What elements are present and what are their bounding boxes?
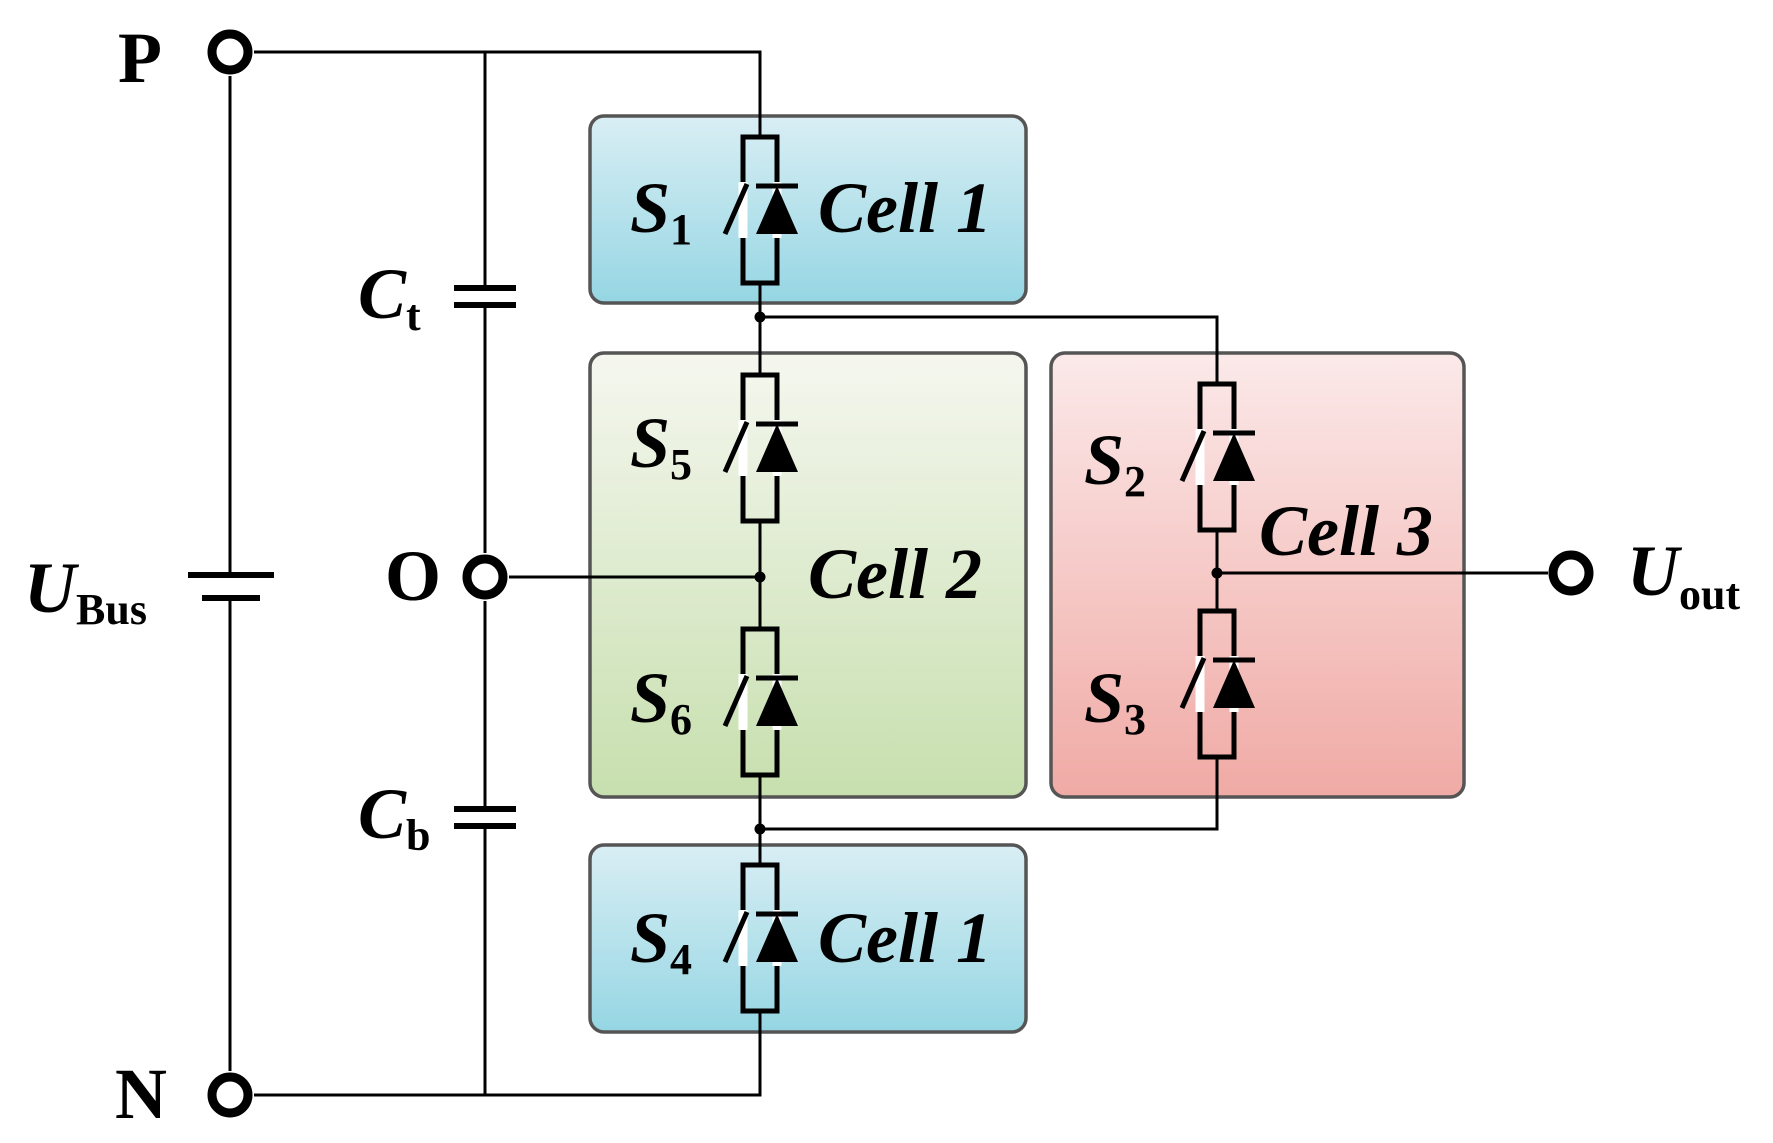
- cell1-top-label: Cell 1: [818, 168, 992, 248]
- terminal-n-label: N: [115, 1054, 167, 1134]
- terminal-o: [462, 554, 508, 600]
- capacitor-ct: [454, 285, 516, 308]
- capacitor-ct-label: Ct: [358, 254, 421, 340]
- switch-s6-label: S6: [630, 658, 692, 744]
- terminal-p: [207, 29, 253, 75]
- cell2-label: Cell 2: [808, 534, 982, 614]
- capacitor-cb-label: Cb: [358, 774, 431, 860]
- terminal-out: [1548, 550, 1594, 596]
- terminal-o-label: O: [385, 536, 441, 616]
- cell3-label: Cell 3: [1259, 491, 1433, 571]
- switch-s5-label: S5: [630, 403, 692, 489]
- switch-s2-label: S2: [1084, 420, 1146, 506]
- cell1-bottom-label: Cell 1: [818, 898, 992, 978]
- terminal-circles: [207, 29, 1594, 1118]
- junction-dots: [754, 311, 1223, 835]
- wires: [228, 50, 1548, 1097]
- output-voltage-label: Uout: [1627, 531, 1740, 619]
- switch-s4-label: S4: [630, 898, 692, 984]
- terminal-p-label: P: [118, 18, 162, 98]
- switch-s3-label: S3: [1084, 658, 1146, 744]
- cell2-box: [588, 351, 1028, 799]
- cell3-box: [1049, 351, 1466, 799]
- terminal-n: [207, 1072, 253, 1118]
- capacitor-cb: [454, 806, 516, 829]
- cell1-bottom-box: [588, 843, 1028, 1034]
- dc-bus-source: [188, 572, 274, 601]
- switch-s1-label: S1: [630, 168, 692, 254]
- cell1-top-box: [588, 114, 1028, 305]
- bus-voltage-label: UBus: [24, 548, 147, 634]
